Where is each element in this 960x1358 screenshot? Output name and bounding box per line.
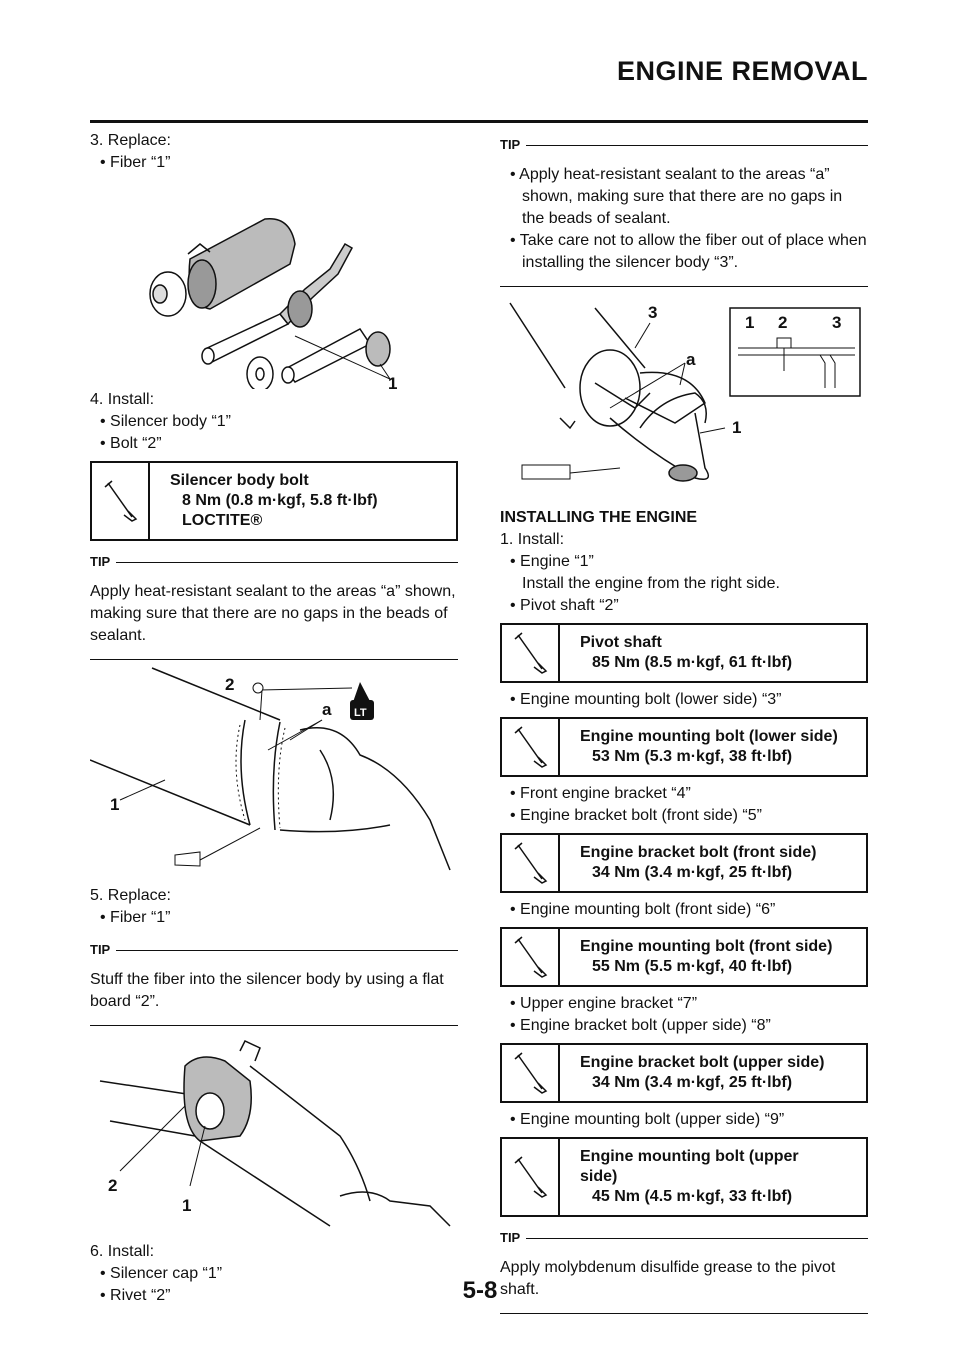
torque-wrench-icon — [502, 719, 560, 775]
torque-wrench-icon — [502, 835, 560, 891]
tip-2-header: TIP — [90, 939, 458, 961]
fig4-callout-3: 3 — [648, 303, 657, 322]
tip-1-header: TIP — [90, 551, 458, 573]
page-title: ENGINE REMOVAL — [616, 56, 868, 86]
figure-fiber-parts: 1 — [90, 174, 458, 389]
tip-2-text: Stuff the fiber into the silencer body b… — [90, 971, 444, 1010]
torque-wrench-icon — [502, 1045, 560, 1101]
tip-3-bullet-1: Apply heat-resistant sealant to the area… — [510, 164, 868, 230]
fig2-callout-2: 2 — [225, 675, 234, 694]
fig2-callout-a: a — [322, 700, 332, 719]
spec-front-mount: Engine mounting bolt (front side) 55 Nm (… — [500, 927, 868, 987]
tip-4-label: TIP — [500, 1230, 521, 1245]
tip-2-end-rule — [90, 1025, 458, 1026]
install-bullet-pivot: Pivot shaft “2” — [510, 595, 868, 617]
fig4-inset-callout-3: 3 — [832, 313, 841, 332]
spec-upper-mount-name-2: side) — [580, 1168, 618, 1185]
fiber-parts-illustration: 1 — [149, 217, 397, 389]
fig4-inset-callout-2: 2 — [778, 313, 787, 332]
bullet-upper-bracket-bolt: Engine bracket bolt (upper side) “8” — [510, 1015, 868, 1037]
tip-1-text: Apply heat-resistant sealant to the area… — [90, 583, 456, 644]
step-5-bullet: Fiber “1” — [100, 907, 458, 929]
figure-silencer-sealant: LT 2 a 1 — [90, 660, 458, 885]
figure-silencer-install: 3 a 1 1 2 3 — [500, 293, 868, 503]
install-bullet-engine: Engine “1” — [510, 551, 868, 573]
fig2-callout-1: 1 — [110, 795, 119, 814]
fig4-callout-1: 1 — [732, 418, 741, 437]
torque-wrench-icon — [502, 625, 560, 681]
section-title: INSTALLING THE ENGINE — [500, 509, 698, 526]
spec-front-mount-value: 55 Nm (5.5 m·kgf, 40 ft·lbf) — [592, 958, 793, 975]
bullet-front-bracket: Front engine bracket “4” — [510, 783, 868, 805]
spec-upper-bracket: Engine bracket bolt (upper side) 34 Nm (3… — [500, 1043, 868, 1103]
spec-pivot-value: 85 Nm (8.5 m·kgf, 61 ft·lbf) — [592, 654, 793, 671]
step-3-label: 3. Replace: — [90, 132, 171, 149]
tip-1-label: TIP — [90, 554, 111, 569]
spec-silencer-bolt-loctite: LOCTITE® — [182, 512, 263, 529]
spec-silencer-bolt: Silencer body bolt 8 Nm (0.8 m·kgf, 5.8 … — [90, 461, 458, 541]
silencer-sealant-illustration: LT 2 a 1 — [90, 667, 451, 871]
bullet-front-mount: Engine mounting bolt (front side) “6” — [510, 899, 868, 921]
step-4-bullet-1: Silencer body “1” — [100, 411, 458, 433]
fig1-callout-1: 1 — [388, 374, 397, 389]
tip-3-end-rule — [500, 286, 868, 287]
tip-2-label: TIP — [90, 942, 111, 957]
bullet-upper-mount: Engine mounting bolt (upper side) “9” — [510, 1109, 868, 1131]
fig4-callout-a: a — [686, 350, 696, 369]
spec-upper-bracket-name: Engine bracket bolt (upper side) — [580, 1054, 825, 1071]
step-6-bullet-2: Rivet “2” — [100, 1285, 458, 1307]
install-sub-right-side: Install the engine from the right side. — [522, 575, 780, 592]
tip-3-header: TIP — [500, 134, 868, 156]
tip-4-end-rule — [500, 1313, 868, 1314]
spec-silencer-bolt-value: 8 Nm (0.8 m·kgf, 5.8 ft·lbf) — [182, 492, 378, 509]
spec-upper-mount: Engine mounting bolt (upper side) 45 Nm (4… — [500, 1137, 868, 1217]
fig3-callout-2: 2 — [108, 1176, 117, 1195]
spec-lower-mount: Engine mounting bolt (lower side) 53 Nm (… — [500, 717, 868, 777]
spec-lower-name: Engine mounting bolt (lower side) — [580, 728, 838, 745]
tip-3-bullet-2: Take care not to allow the fiber out of … — [510, 230, 868, 274]
spec-front-bracket-name: Engine bracket bolt (front side) — [580, 844, 817, 861]
step-6-bullet-1: Silencer cap “1” — [100, 1263, 458, 1285]
page-number: 5-8 — [462, 1277, 498, 1304]
silencer-install-illustration: 3 a 1 1 2 3 — [509, 302, 861, 482]
torque-wrench-icon — [502, 1139, 560, 1215]
fig4-inset-callout-1: 1 — [745, 313, 754, 332]
fiber-stuffing-illustration: 2 1 — [99, 1040, 451, 1227]
step-6-label: 6. Install: — [90, 1243, 155, 1260]
spec-pivot-name: Pivot shaft — [580, 634, 662, 651]
bullet-front-bracket-bolt: Engine bracket bolt (front side) “5” — [510, 805, 868, 827]
right-column: TIP Apply heat-resistant sealant to the … — [500, 130, 868, 1314]
header-rule — [90, 120, 868, 123]
torque-wrench-icon — [92, 463, 150, 539]
spec-pivot-shaft: Pivot shaft 85 Nm (8.5 m·kgf, 61 ft·lbf) — [500, 623, 868, 683]
bullet-lower-mount: Engine mounting bolt (lower side) “3” — [510, 689, 868, 711]
spec-upper-mount-name-1: Engine mounting bolt (upper — [580, 1148, 799, 1165]
install-step-1-label: 1. Install: — [500, 531, 565, 548]
spec-front-bracket: Engine bracket bolt (front side) 34 Nm (3… — [500, 833, 868, 893]
bullet-upper-bracket: Upper engine bracket “7” — [510, 993, 868, 1015]
figure-fiber-stuffing: 2 1 — [90, 1026, 458, 1241]
spec-upper-mount-value: 45 Nm (4.5 m·kgf, 33 ft·lbf) — [592, 1188, 793, 1205]
fig3-callout-1: 1 — [182, 1196, 191, 1215]
torque-wrench-icon — [502, 929, 560, 985]
spec-silencer-bolt-name: Silencer body bolt — [170, 472, 309, 489]
tip-3-label: TIP — [500, 137, 521, 152]
step-4-bullet-2: Bolt “2” — [100, 433, 458, 455]
step-3-bullet: Fiber “1” — [100, 152, 458, 174]
fig2-lt-mark: LT — [354, 707, 367, 719]
fig4-inset-frame — [729, 307, 861, 397]
spec-front-bracket-value: 34 Nm (3.4 m·kgf, 25 ft·lbf) — [592, 864, 793, 881]
spec-upper-bracket-value: 34 Nm (3.4 m·kgf, 25 ft·lbf) — [592, 1074, 793, 1091]
left-column: 3. Replace: Fiber “1” — [90, 130, 458, 1307]
tip-4-header: TIP — [500, 1227, 868, 1249]
spec-front-mount-name: Engine mounting bolt (front side) — [580, 938, 833, 955]
step-4-label: 4. Install: — [90, 391, 155, 408]
spec-lower-value: 53 Nm (5.3 m·kgf, 38 ft·lbf) — [592, 748, 793, 765]
tip-1-end-rule — [90, 659, 458, 660]
tip-4-text: Apply molybdenum disulfide grease to the… — [500, 1259, 836, 1298]
step-5-label: 5. Replace: — [90, 887, 171, 904]
